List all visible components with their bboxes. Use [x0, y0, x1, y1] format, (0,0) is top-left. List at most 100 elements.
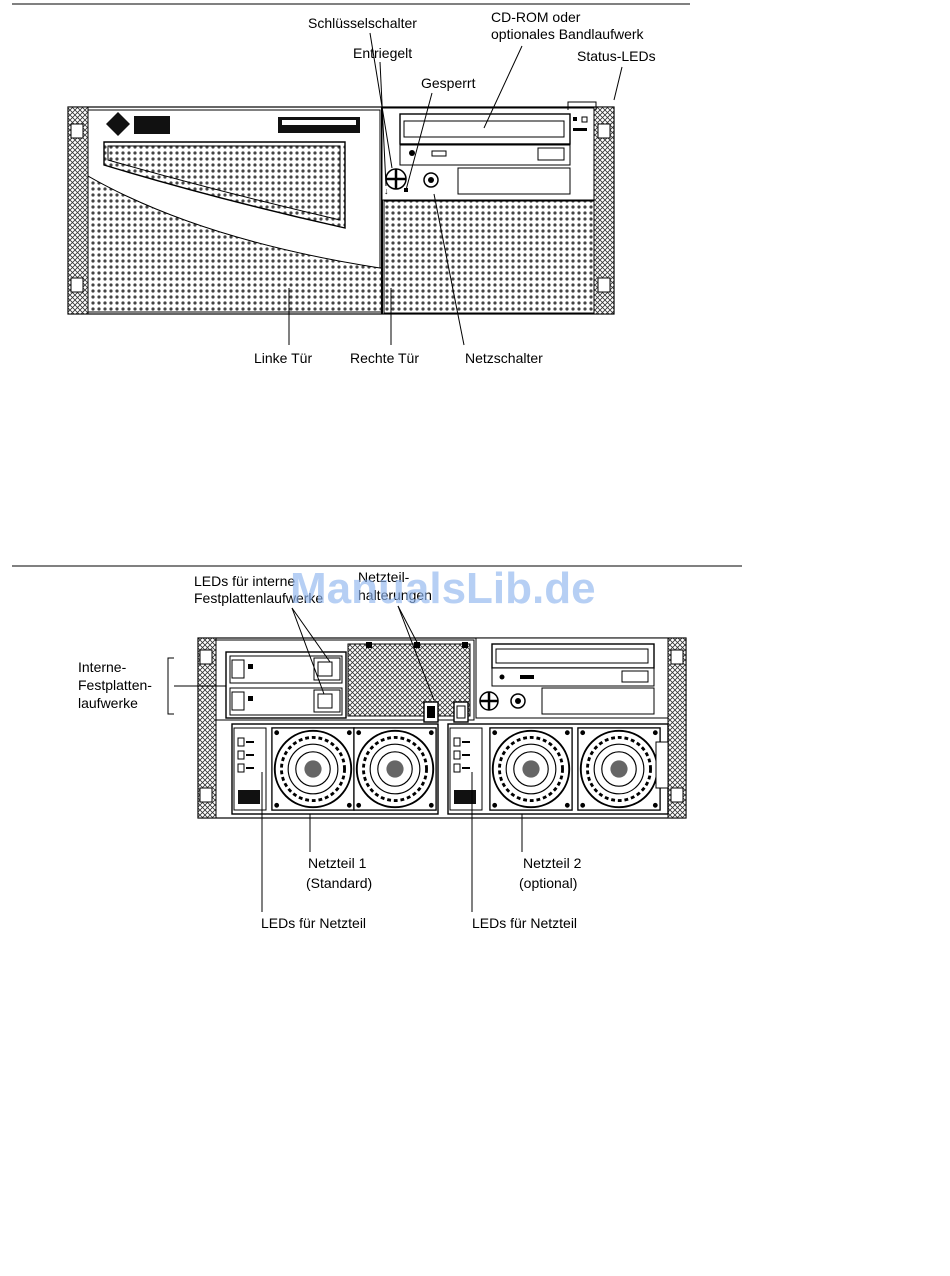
key-switch-slot	[386, 169, 406, 189]
label-psu-2-line2: (optional)	[519, 875, 577, 891]
psu-2-label-plate	[454, 790, 476, 804]
label-psu-latches-line1: Netzteil-	[358, 569, 410, 585]
psu-2-led-2-mark	[462, 754, 470, 756]
disk-1-latch-inner	[317, 661, 333, 677]
open-rail-handle-br	[670, 787, 684, 803]
label-internal-disks-line1: Interne-	[78, 659, 127, 675]
disk-2-handle	[231, 691, 245, 711]
leader-psu-latch-1	[397, 605, 421, 649]
rail-handle-tl	[70, 123, 84, 139]
label-power-switch: Netzschalter	[465, 350, 543, 366]
psu-1-label-plate	[238, 790, 260, 804]
upper-vent	[347, 643, 471, 717]
label-psu-2-line1: Netzteil 2	[523, 855, 582, 871]
latch-mark-1	[366, 642, 372, 648]
leader-power-switch	[433, 193, 465, 346]
latch-mark-3	[462, 642, 468, 648]
psu-1-led-1	[237, 737, 245, 747]
disk-2-latch-inner	[317, 693, 333, 709]
open-power-switch-center	[515, 698, 521, 704]
leader-cdrom	[483, 45, 523, 129]
label-cdrom-line1: CD-ROM oder	[491, 9, 581, 25]
leader-status-leds	[613, 66, 623, 101]
label-disk-leds-line1: LEDs für interne	[194, 573, 295, 589]
open-cdrom-eject-icon	[499, 674, 505, 680]
label-left-door: Linke Tür	[254, 350, 312, 366]
sun-logo-icon	[106, 112, 130, 136]
label-internal-disks-line2: Festplatten-	[78, 677, 152, 693]
psu-latch-1-inner	[427, 706, 435, 718]
psu-1-led-3-mark	[246, 767, 254, 769]
label-unlocked: Entriegelt	[353, 45, 412, 61]
label-right-door: Rechte Tür	[350, 350, 419, 366]
tape-bay-cover	[457, 167, 571, 195]
right-door-grill	[383, 200, 595, 314]
psu-1-led-2-mark	[246, 754, 254, 756]
psu-2-fan-a-icon	[488, 726, 574, 812]
label-psu-1-line2: (Standard)	[306, 875, 372, 891]
leader-psu-latch-2	[397, 605, 435, 701]
open-tape-bay-cover	[541, 687, 655, 715]
bracket-internal-disks	[167, 657, 174, 715]
label-disk-leds-line2: Festplattenlaufwerke	[194, 590, 323, 606]
psu-1-led-1-mark	[246, 741, 254, 743]
leader-key-switch	[369, 32, 393, 169]
disk-2-led	[248, 696, 253, 701]
label-status-leds: Status-LEDs	[577, 48, 656, 64]
label-internal-disks-line3: laufwerke	[78, 695, 138, 711]
key-unlock-mark: ↓	[384, 186, 389, 196]
bracket-status-leds	[567, 101, 597, 110]
status-led-3	[573, 128, 587, 131]
open-left-rail	[197, 637, 217, 819]
disk-1-handle	[231, 659, 245, 679]
psu-2-led-1	[453, 737, 461, 747]
figure-front-view: ↓ Schlüsselschalter Entriegelt Gesperrt …	[12, 3, 690, 366]
psu-1-fan-b-icon	[352, 726, 438, 812]
door-window-inner	[107, 145, 341, 221]
cdrom-tray	[403, 120, 565, 138]
label-psu-leds-left: LEDs für Netzteil	[261, 915, 366, 931]
psu-1-led-3	[237, 763, 245, 773]
psu-2-fan-b-icon	[576, 726, 662, 812]
open-rail-handle-tr	[670, 649, 684, 665]
label-cdrom-line2: optionales Bandlaufwerk	[491, 26, 645, 42]
label-psu-1-line1: Netzteil 1	[308, 855, 367, 871]
label-key-switch: Schlüsselschalter	[308, 15, 417, 31]
rail-handle-br	[597, 277, 611, 293]
rail-handle-bl	[70, 277, 84, 293]
psu-1-fan-a-icon	[270, 726, 356, 812]
model-badge-stripe	[282, 120, 356, 125]
psu-2-led-2	[453, 750, 461, 760]
status-led-1	[573, 117, 577, 121]
open-rail-handle-tl	[199, 649, 213, 665]
disk-1-led	[248, 664, 253, 669]
figure-open-view: LEDs für interne Festplattenlaufwerke Ne…	[12, 565, 742, 931]
cdrom-slot	[431, 150, 447, 157]
label-locked: Gesperrt	[421, 75, 476, 91]
psu-2-led-1-mark	[462, 741, 470, 743]
open-cdrom-tray	[495, 648, 649, 664]
label-psu-leds-right: LEDs für Netzteil	[472, 915, 577, 931]
open-rail-handle-bl	[199, 787, 213, 803]
psu-2-handle	[655, 741, 669, 789]
psu-2-led-3	[453, 763, 461, 773]
cdrom-eject-icon	[409, 150, 415, 156]
leader-unlocked	[379, 61, 387, 187]
leader-locked	[405, 92, 433, 191]
sun-logo-text-block	[134, 116, 170, 134]
psu-1-led-2	[237, 750, 245, 760]
status-led-2	[581, 116, 588, 123]
cdrom-lower	[399, 144, 571, 166]
leader-disk-leds-2	[291, 607, 325, 695]
open-key-switch-slot	[480, 692, 498, 710]
watermark: ManualsLib.de	[290, 564, 596, 613]
psu-2-led-3-mark	[462, 767, 470, 769]
open-cdrom-lower	[491, 667, 655, 687]
open-cdrom-button	[621, 670, 649, 683]
psu-latch-2-inner	[456, 705, 466, 719]
leader-disk-leds-1	[291, 607, 331, 663]
power-switch-center	[428, 177, 434, 183]
open-cdrom-slot	[520, 675, 534, 679]
latch-mark-2	[414, 642, 420, 648]
